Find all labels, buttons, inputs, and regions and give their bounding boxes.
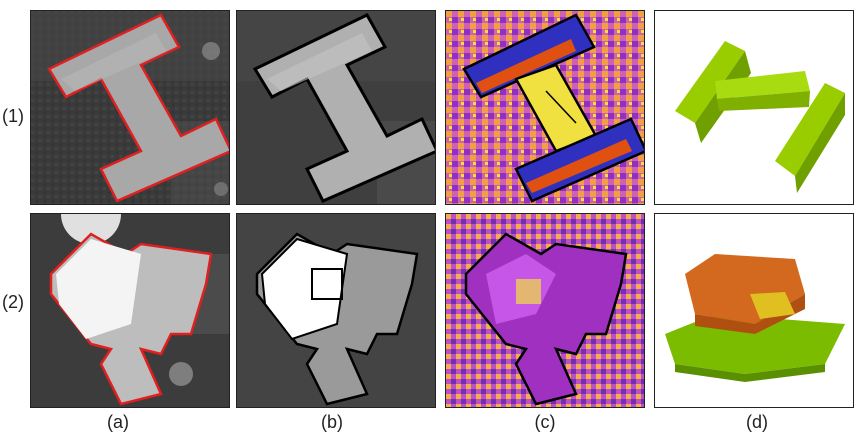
column-label-d: (d)	[746, 412, 768, 432]
column-label-c: (c)	[534, 412, 556, 432]
panel-1a-elevation-red-outline	[30, 10, 230, 205]
panel-2c-phase-map	[445, 213, 645, 408]
panel-2d-3d-model	[654, 213, 854, 408]
panel-1c-phase-map	[445, 10, 645, 205]
panel-1d-3d-model	[654, 10, 854, 205]
column-label-a: (a)	[107, 412, 129, 432]
row-label-1: (1)	[2, 106, 24, 126]
row-label-2: (2)	[2, 292, 24, 312]
panel-1b-elevation-black-outline	[236, 10, 436, 205]
panel-2a-elevation-red-outline	[30, 213, 230, 408]
column-label-b: (b)	[321, 412, 343, 432]
panel-2b-elevation-black-outline	[236, 213, 436, 408]
